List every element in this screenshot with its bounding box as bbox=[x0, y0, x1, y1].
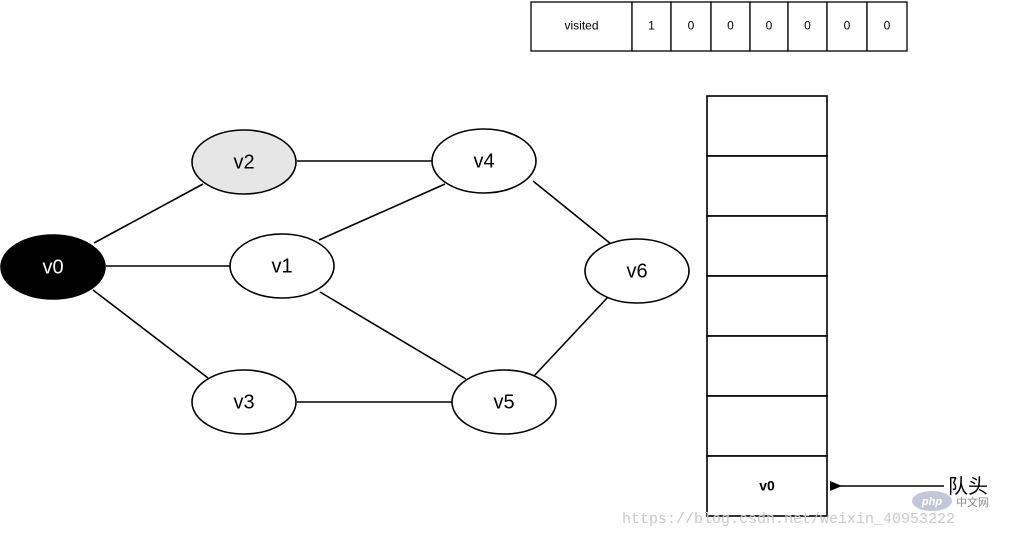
queue-head-label: 队头 bbox=[948, 474, 988, 498]
node-label: v4 bbox=[473, 150, 494, 172]
node-v4: v4 bbox=[431, 128, 537, 194]
node-label: v6 bbox=[626, 260, 647, 282]
edge-v4-v6 bbox=[532, 180, 612, 245]
php-logo-badge-text: php bbox=[921, 496, 942, 508]
visited-value: 0 bbox=[884, 19, 891, 33]
visited-value: 0 bbox=[766, 19, 773, 33]
edge-v0-v3 bbox=[92, 289, 209, 379]
node-label: v0 bbox=[42, 256, 63, 278]
visited-value: 0 bbox=[844, 19, 851, 33]
php-logo-badge bbox=[912, 491, 952, 511]
watermark-url: https://blog.csdn.net/weixin_40953222 bbox=[622, 511, 955, 528]
queue-cell bbox=[706, 215, 828, 277]
watermark: https://blog.csdn.net/weixin_40953222 ph… bbox=[622, 491, 989, 528]
visited-header-cell bbox=[530, 1, 633, 52]
node-v5: v5 bbox=[451, 369, 557, 435]
node-v0: v0 bbox=[0, 234, 106, 300]
edge-v1-v4 bbox=[318, 183, 446, 241]
edge-v1-v5 bbox=[319, 291, 467, 380]
node-v3: v3 bbox=[191, 369, 297, 435]
node-label: v3 bbox=[233, 391, 254, 413]
queue-cell bbox=[706, 395, 828, 457]
queue: v0 bbox=[706, 95, 828, 517]
visited-cell bbox=[749, 1, 789, 52]
visited-value: 0 bbox=[688, 19, 695, 33]
queue-head-pointer: 队头 bbox=[830, 474, 988, 498]
node-label: v5 bbox=[493, 391, 514, 413]
node-label: v1 bbox=[271, 255, 292, 277]
queue-cell bbox=[706, 95, 828, 157]
visited-cell bbox=[866, 1, 908, 52]
visited-header-label: visited bbox=[564, 19, 598, 33]
graph-nodes: v0 v2 v1 v3 v4 v5 v6 bbox=[0, 128, 690, 435]
visited-cell bbox=[670, 1, 712, 52]
queue-cell bbox=[706, 455, 828, 517]
queue-item: v0 bbox=[759, 478, 775, 494]
node-v2: v2 bbox=[191, 129, 297, 195]
visited-cell bbox=[631, 1, 672, 52]
visited-value: 0 bbox=[727, 19, 734, 33]
queue-cell bbox=[706, 155, 828, 217]
php-logo-site: 中文网 bbox=[956, 495, 989, 509]
visited-value: 0 bbox=[804, 19, 811, 33]
node-v1: v1 bbox=[229, 233, 335, 299]
queue-cell bbox=[706, 275, 828, 337]
visited-value: 1 bbox=[648, 19, 655, 33]
visited-array: visited 1 0 0 0 0 0 0 bbox=[530, 1, 908, 52]
edge-v0-v2 bbox=[93, 183, 204, 244]
graph-edges bbox=[92, 160, 612, 403]
node-v6: v6 bbox=[584, 238, 690, 304]
visited-cell bbox=[787, 1, 828, 52]
queue-cell bbox=[706, 335, 828, 397]
edge-v5-v6 bbox=[533, 296, 609, 377]
visited-cell bbox=[826, 1, 868, 52]
node-label: v2 bbox=[233, 151, 254, 173]
php-logo: php 中文网 bbox=[912, 491, 989, 511]
